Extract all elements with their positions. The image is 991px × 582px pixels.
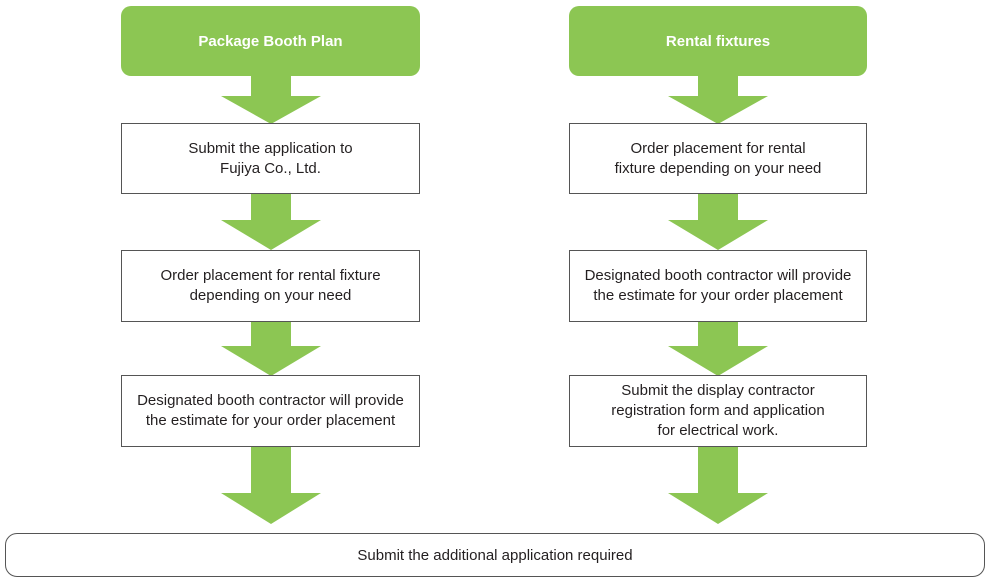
header-package-booth-plan: Package Booth Plan [121,6,420,76]
arrow-down-icon [668,76,768,124]
step-card: Order placement for rental fixture depen… [569,123,867,194]
final-step-text: Submit the additional application requir… [357,546,633,564]
header-rental-fixtures: Rental fixtures [569,6,867,76]
step-card: Submit the application to Fujiya Co., Lt… [121,123,420,194]
arrow-down-icon [221,447,321,524]
step-text: Designated booth contractor will provide… [137,392,404,429]
arrow-down-icon [221,194,321,250]
step-card: Designated booth contractor will provide… [121,375,420,447]
header-label: Rental fixtures [665,32,771,50]
final-step-box: Submit the additional application requir… [5,533,985,577]
arrow-down-icon [668,447,768,524]
step-text: Order placement for rental fixture depen… [160,267,381,304]
arrow-down-icon [221,322,321,376]
arrow-down-icon [668,194,768,250]
step-card: Designated booth contractor will provide… [569,250,867,322]
step-card: Submit the display contractor registrati… [569,375,867,447]
header-label: Package Booth Plan [198,32,343,50]
step-text: Submit the display contractor registrati… [611,382,825,439]
step-text: Order placement for rental fixture depen… [614,139,822,177]
arrow-down-icon [221,76,321,124]
step-text: Submit the application to Fujiya Co., Lt… [188,139,353,177]
step-text: Designated booth contractor will provide… [584,267,852,304]
step-card: Order placement for rental fixture depen… [121,250,420,322]
arrow-down-icon [668,322,768,376]
